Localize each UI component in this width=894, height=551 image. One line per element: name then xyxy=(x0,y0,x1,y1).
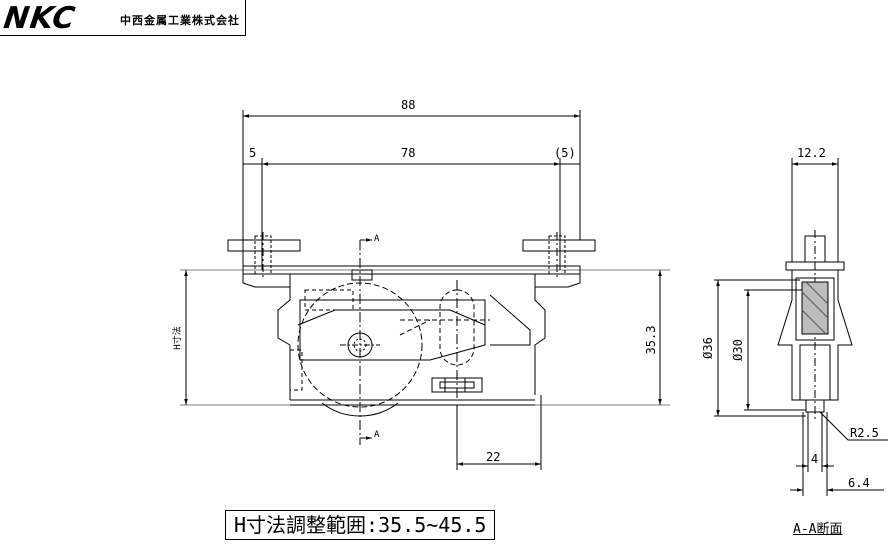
dim-12-2-label: 12.2 xyxy=(797,146,826,160)
section-view xyxy=(714,158,888,496)
dim-bottom-offset xyxy=(456,395,542,470)
dim-22-label: 22 xyxy=(486,450,500,464)
dim-height xyxy=(184,270,662,405)
section-a-bottom: A xyxy=(374,430,380,440)
dim-5-label: 5 xyxy=(249,146,256,160)
housing-body xyxy=(289,289,531,391)
adjuster-slot xyxy=(399,280,490,400)
section-a-top: A xyxy=(374,234,380,244)
company-name: 中西金属工業株式会社 xyxy=(120,14,240,27)
adjuster-screw xyxy=(431,377,483,393)
dim-r2-5-label: R2.5 xyxy=(850,426,879,440)
dim-6-4-label: 6.4 xyxy=(848,476,870,490)
front-view xyxy=(180,110,670,470)
dim-35-3-label: 35.3 xyxy=(644,326,658,355)
dim-dia30-label: Ø30 xyxy=(731,339,745,361)
dim-dia36-label: Ø36 xyxy=(701,337,715,359)
h-adjustment-range-note: H寸法調整範囲:35.5~45.5 xyxy=(225,510,496,540)
dim-overall-width xyxy=(242,110,581,270)
dim-4-label: 4 xyxy=(811,452,818,466)
dim-inner-width xyxy=(243,158,580,270)
section-marks xyxy=(360,238,372,440)
dim-88-label: 88 xyxy=(401,98,415,112)
dim-5-paren-label: (5) xyxy=(554,146,576,160)
title-block: NKC 中西金属工業株式会社 xyxy=(0,0,246,36)
mounting-flanges xyxy=(227,232,596,280)
top-plate xyxy=(180,265,670,406)
roller-wheel xyxy=(297,240,423,445)
section-view-label: A-A断面 xyxy=(793,522,843,537)
dim-78-label: 78 xyxy=(401,146,415,160)
dim-h-label: H寸法 xyxy=(171,326,183,349)
